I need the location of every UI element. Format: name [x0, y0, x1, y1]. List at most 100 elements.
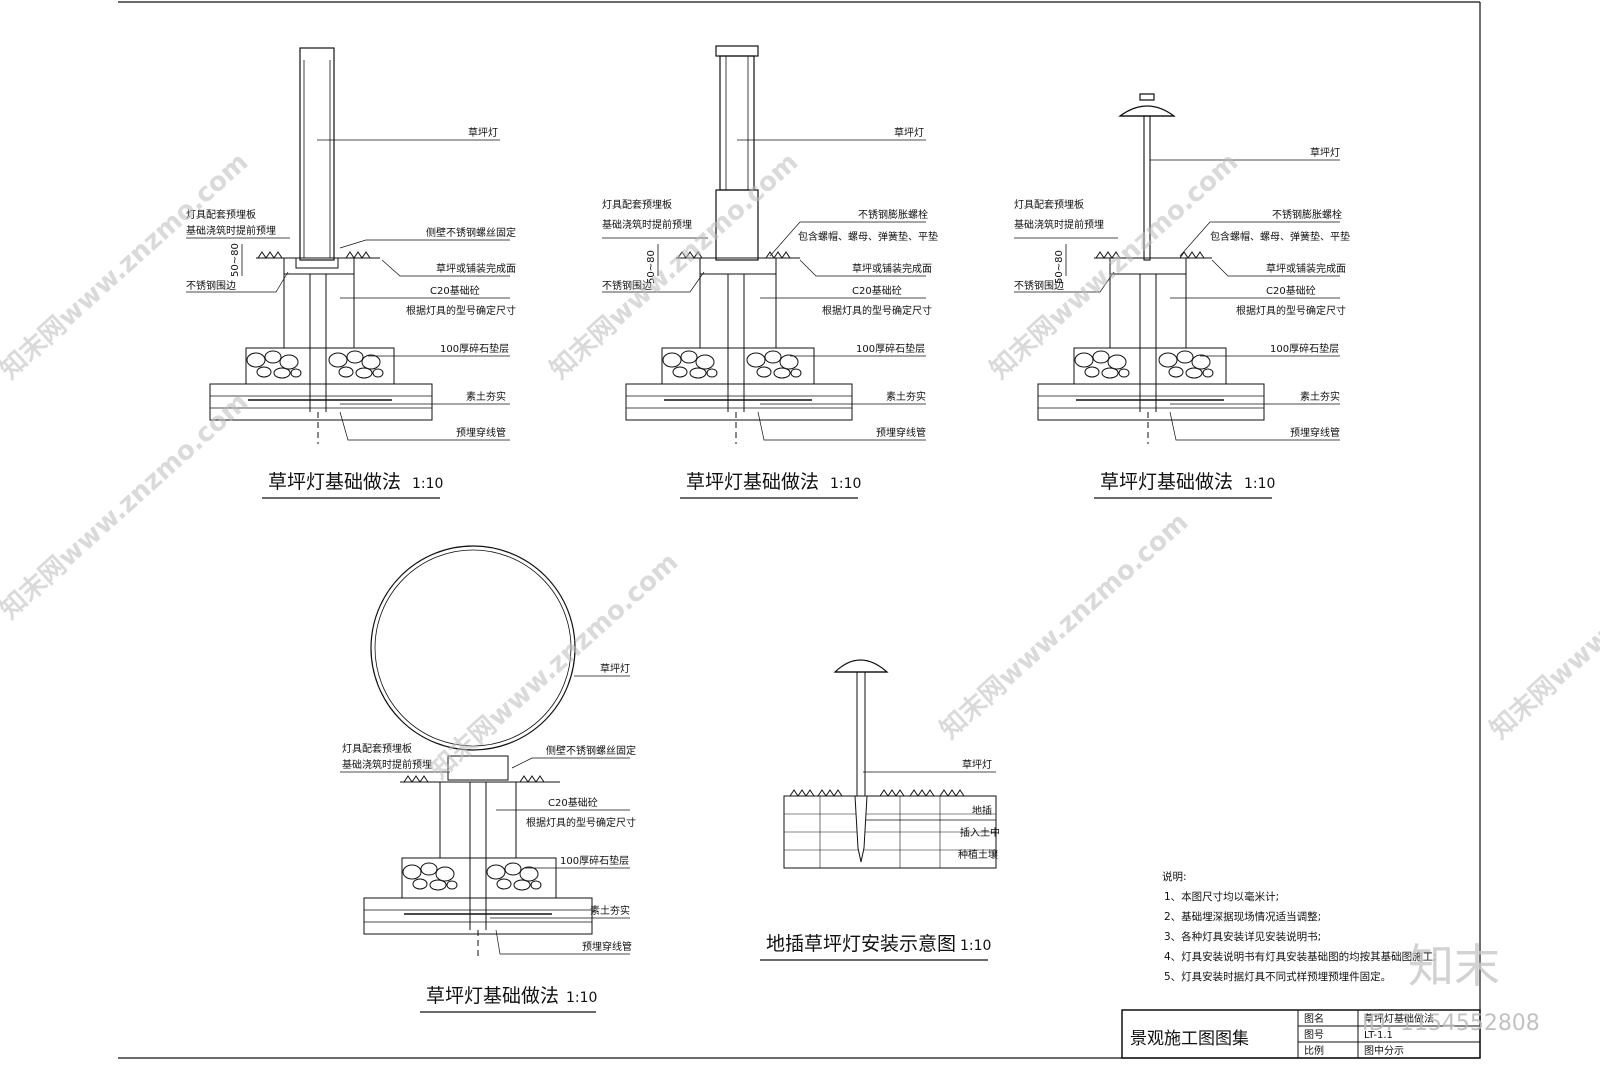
label-gravel: 100厚碎石垫层: [560, 854, 629, 867]
label-lamp: 草坪灯: [1310, 146, 1340, 159]
gravel-layer: [245, 347, 395, 385]
title-block-key: 比例: [1304, 1044, 1324, 1057]
title-block-value: 草坪灯基础做法: [1364, 1012, 1434, 1025]
label-bolt: 不锈钢膨胀螺栓: [858, 208, 928, 221]
label-size: 根据灯具的型号确定尺寸: [406, 304, 516, 317]
dim-label: 50~80: [230, 243, 241, 277]
soil-layer: [363, 897, 593, 935]
detail-title: 地插草坪灯安装示意图: [766, 933, 956, 955]
label-surface: 草坪或铺装完成面: [852, 262, 932, 275]
notes-heading: 说明:: [1162, 870, 1187, 883]
label-concrete: C20基础砼: [852, 284, 902, 297]
label-bolt: 不锈钢膨胀螺栓: [1272, 208, 1342, 221]
label-planting: 种植土壤: [958, 848, 998, 861]
gravel-layer: [1073, 347, 1227, 385]
label-side-screw: 侧壁不锈钢螺丝固定: [426, 226, 516, 239]
watermark-text: 知末网www.znzmo.com: [545, 147, 805, 385]
label-surface: 草坪或铺装完成面: [1266, 262, 1346, 275]
c20-concrete: [439, 781, 517, 859]
label-soil: 素土夯实: [466, 390, 506, 403]
label-lamp: 草坪灯: [962, 758, 992, 771]
lamp-shade: [833, 659, 889, 673]
detail-scale: 1:10: [412, 476, 443, 492]
label-gravel: 100厚碎石垫层: [440, 342, 509, 355]
dim-label: 50~80: [646, 250, 657, 284]
title-block: 景观施工图图集 图名 草坪灯基础做法 图号 LT-1.1 比例 图中分示: [1121, 1009, 1481, 1059]
detail-3-lawn-light-foundation: 50~80 草坪灯 灯具配套预埋板 基础浇筑时提前预埋 不锈钢膨胀螺栓 包含螺帽…: [1014, 93, 1350, 499]
detail-2-lawn-light-foundation: 50~80 草坪灯 灯具配套预埋板 基础浇筑时提前预埋 不锈钢膨胀螺栓 包含螺帽…: [602, 45, 938, 499]
label-plate: 灯具配套预埋板: [342, 742, 412, 755]
label-concrete: C20基础砼: [548, 796, 598, 809]
label-bolt-detail: 包含螺帽、螺母、弹簧垫、平垫: [1210, 230, 1350, 243]
lamp-post: [856, 671, 866, 797]
soil-layer: [209, 383, 433, 421]
label-pipe: 预埋穿线管: [1290, 426, 1340, 439]
note-item: 5、灯具安装时据灯具不同式样预埋预埋件固定。: [1164, 970, 1391, 983]
detail-title: 草坪灯基础做法: [686, 471, 819, 493]
watermark-text: 知末网www.znzmo.com: [0, 147, 254, 385]
label-pipe: 预埋穿线管: [876, 426, 926, 439]
watermark-logo: 知末: [1408, 939, 1500, 993]
label-preburied: 基础浇筑时提前预埋: [1014, 218, 1104, 231]
lamp-post: [299, 47, 335, 261]
detail-scale: 1:10: [566, 990, 597, 1006]
label-soil: 素土夯实: [590, 904, 630, 917]
sheet-title: 景观施工图图集: [1130, 1029, 1249, 1049]
lamp-post: [1143, 115, 1151, 261]
label-edge: 不锈钢围边: [602, 279, 652, 292]
detail-4-sphere-light-foundation: 草坪灯 灯具配套预埋板 基础浇筑时提前预埋 侧壁不锈钢螺丝固定 C20基础砼 根…: [340, 545, 636, 1013]
label-edge: 不锈钢围边: [1014, 279, 1064, 292]
label-soil: 素土夯实: [886, 390, 926, 403]
detail-scale: 1:10: [1244, 476, 1275, 492]
label-pipe: 预埋穿线管: [456, 426, 506, 439]
gravel-layer: [661, 347, 815, 385]
title-block-value: 图中分示: [1364, 1044, 1404, 1057]
watermark-text: 知末网www.znzmo.com: [1485, 507, 1600, 745]
label-preburied: 基础浇筑时提前预埋: [186, 224, 276, 237]
note-item: 1、本图尺寸均以毫米计;: [1164, 890, 1279, 903]
label-gravel: 100厚碎石垫层: [1270, 342, 1339, 355]
label-gravel: 100厚碎石垫层: [856, 342, 925, 355]
label-insert: 插入土中: [960, 826, 1000, 839]
lamp-post: [719, 55, 755, 191]
label-stake: 地插: [972, 804, 992, 817]
label-lamp: 草坪灯: [894, 126, 924, 139]
watermark-text: 知末网www.znzmo.com: [935, 507, 1195, 745]
title-block-value: LT-1.1: [1364, 1030, 1393, 1041]
detail-5-ground-stake-light: 草坪灯 地插 插入土中 种植土壤 地插草坪灯安装示意图 1:10: [760, 659, 1000, 961]
label-plate: 灯具配套预埋板: [602, 198, 672, 211]
detail-scale: 1:10: [830, 476, 861, 492]
detail-title: 草坪灯基础做法: [268, 471, 401, 493]
watermark-layer: 知末网www.znzmo.com 知末网www.znzmo.com 知末网www…: [0, 147, 1600, 1036]
label-size: 根据灯具的型号确定尺寸: [526, 816, 636, 829]
label-pipe: 预埋穿线管: [582, 940, 632, 953]
label-bolt-detail: 包含螺帽、螺母、弹簧垫、平垫: [798, 230, 938, 243]
c20-concrete: [699, 273, 777, 349]
detail-title: 草坪灯基础做法: [426, 985, 559, 1007]
ground-stake: [854, 795, 868, 863]
lamp-cap: [715, 45, 759, 57]
watermark-id: ID: 1154552808: [1362, 1011, 1540, 1036]
label-concrete: C20基础砼: [430, 284, 480, 297]
detail-1-lawn-light-foundation: 50~80 草坪灯 灯具配套预埋板 基础浇筑时提前预埋 侧壁不锈钢螺丝固定 草坪…: [186, 47, 516, 499]
label-surface: 草坪或铺装完成面: [436, 262, 516, 275]
watermark-text: 知末网www.znzmo.com: [0, 387, 254, 625]
sphere-lamp: [370, 545, 576, 751]
label-size: 根据灯具的型号确定尺寸: [1236, 304, 1346, 317]
label-preburied: 基础浇筑时提前预埋: [602, 218, 692, 231]
note-item: 2、基础埋深据现场情况适当调整;: [1164, 910, 1321, 923]
title-block-key: 图名: [1304, 1012, 1324, 1025]
label-lamp: 草坪灯: [468, 126, 498, 139]
c20-concrete: [1109, 273, 1187, 349]
label-concrete: C20基础砼: [1266, 284, 1316, 297]
note-item: 4、灯具安装说明书有灯具安装基础图的均按其基础图施工;: [1164, 950, 1437, 963]
label-lamp: 草坪灯: [600, 662, 630, 675]
detail-title: 草坪灯基础做法: [1100, 471, 1233, 493]
label-plate: 灯具配套预埋板: [186, 208, 256, 221]
soil-layer: [1037, 383, 1265, 421]
c20-concrete: [283, 273, 355, 349]
label-preburied: 基础浇筑时提前预埋: [342, 758, 432, 771]
dim-label: 50~80: [1054, 250, 1065, 284]
label-plate: 灯具配套预埋板: [1014, 198, 1084, 211]
label-edge: 不锈钢围边: [186, 279, 236, 292]
